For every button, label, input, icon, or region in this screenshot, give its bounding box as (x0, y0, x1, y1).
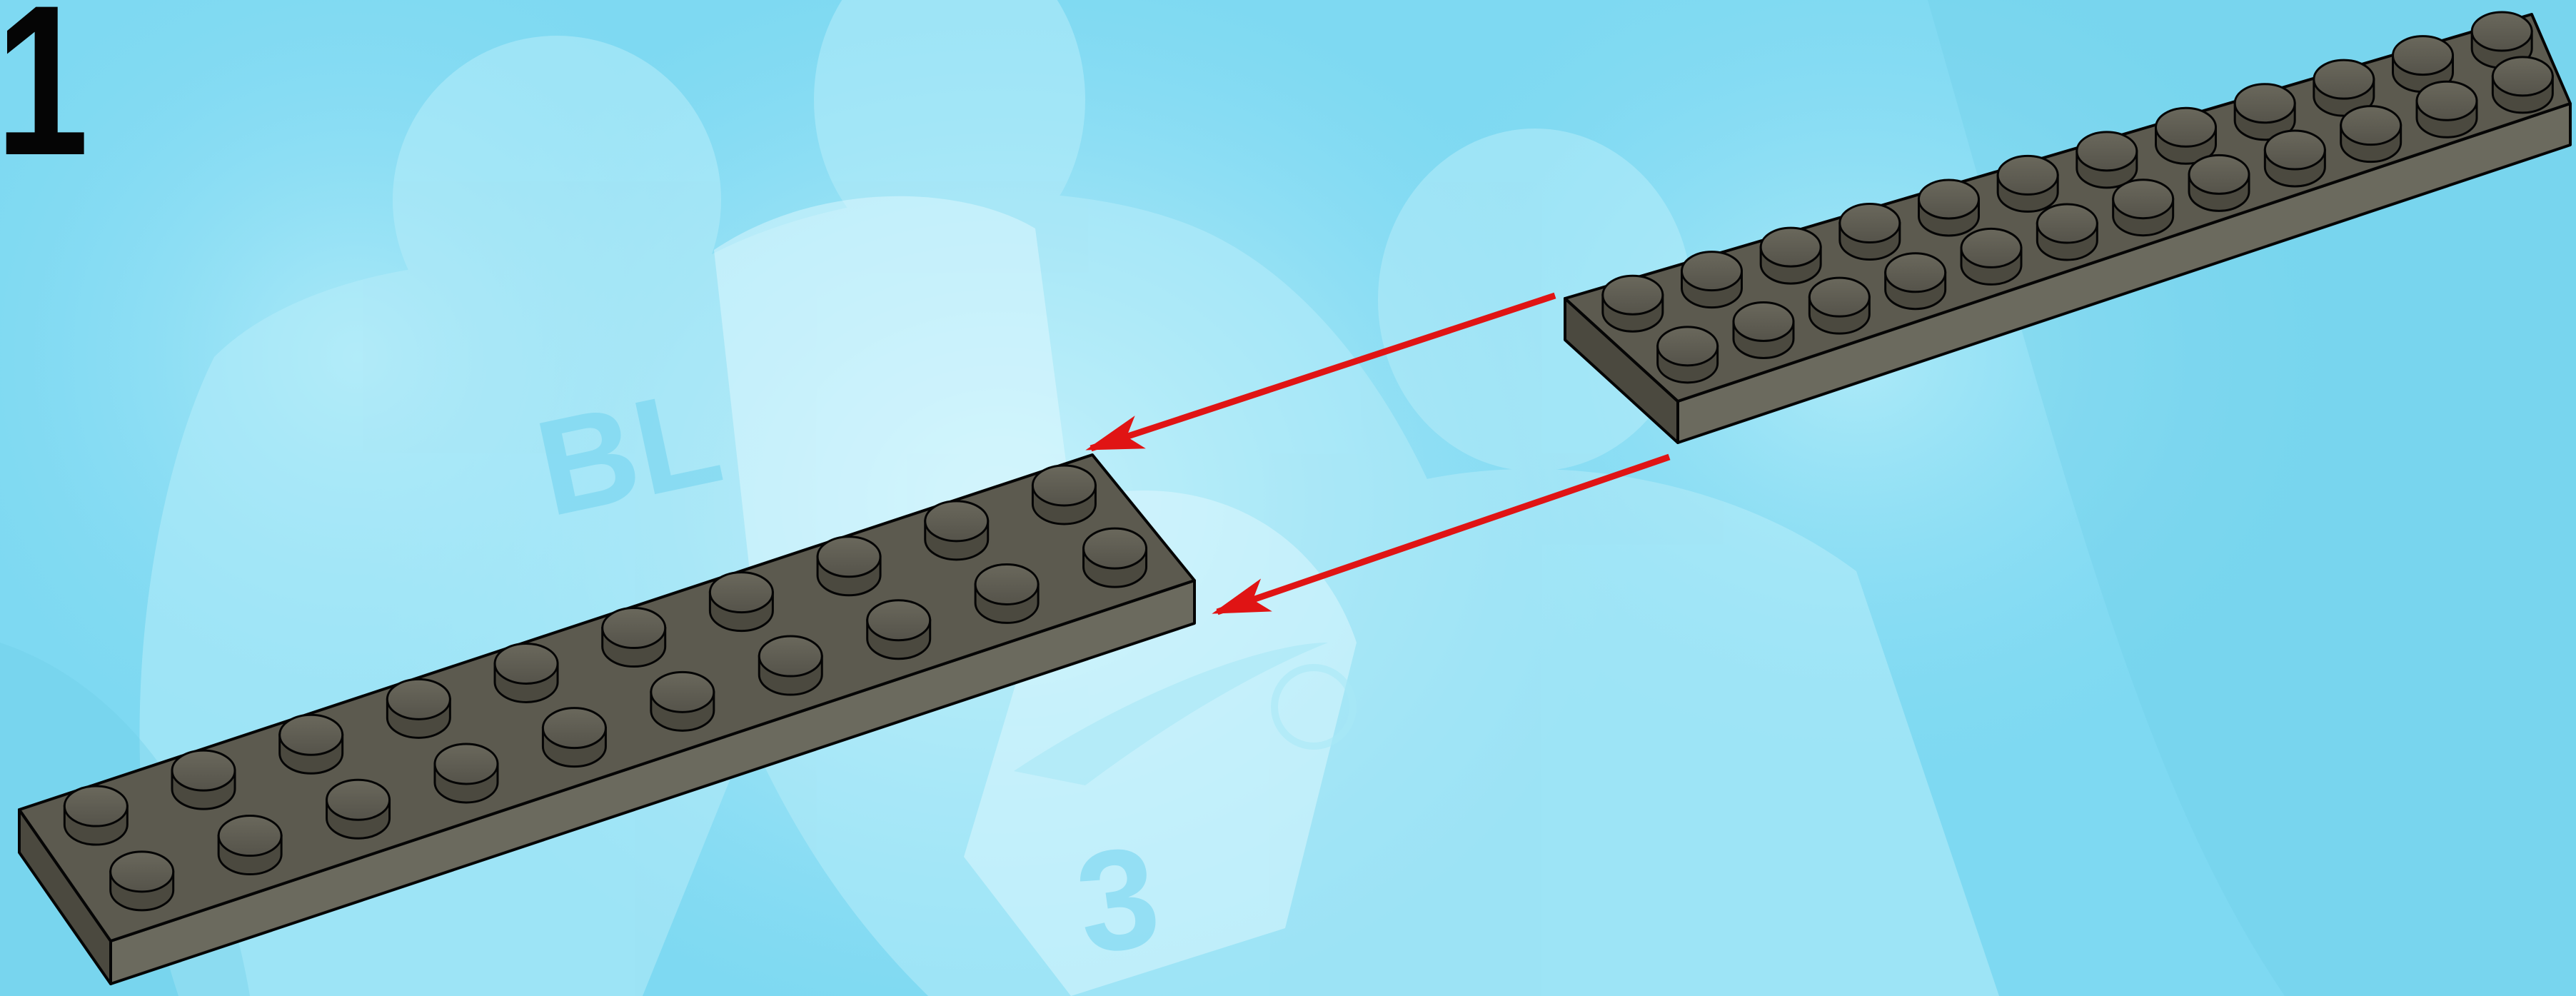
stud (172, 750, 235, 809)
stud (218, 816, 281, 875)
stud (2077, 132, 2137, 188)
stud (495, 643, 558, 702)
stud (1919, 180, 1979, 236)
stud (925, 501, 988, 560)
stud (280, 715, 343, 773)
stud (2156, 108, 2216, 164)
stud (2492, 57, 2552, 113)
stud (64, 786, 127, 845)
stud (1682, 252, 1742, 308)
stud (1658, 327, 1718, 383)
stud (2113, 180, 2173, 236)
stud (867, 600, 930, 659)
stud (1084, 528, 1147, 587)
stud (387, 679, 450, 738)
stud (1998, 156, 2058, 211)
step-number: 1 (0, 0, 86, 187)
stud (2417, 81, 2477, 137)
stud (1032, 466, 1095, 524)
stud (1961, 228, 2021, 284)
stud (111, 852, 173, 910)
stud (651, 672, 714, 730)
stud (1809, 278, 1869, 333)
stud (2265, 131, 2325, 186)
stud (2341, 106, 2401, 162)
stud (543, 708, 605, 767)
stud (710, 573, 773, 631)
stud (327, 780, 390, 838)
stud (817, 537, 880, 595)
stud (1886, 253, 1946, 309)
stud (1761, 228, 1821, 283)
stud (759, 636, 822, 695)
stud (1840, 204, 1900, 260)
stud (2189, 155, 2249, 211)
stud (2037, 204, 2097, 260)
stud (975, 564, 1038, 623)
stud (1603, 276, 1663, 331)
stud (1734, 302, 1793, 358)
stud (603, 608, 665, 667)
stud (435, 744, 498, 803)
